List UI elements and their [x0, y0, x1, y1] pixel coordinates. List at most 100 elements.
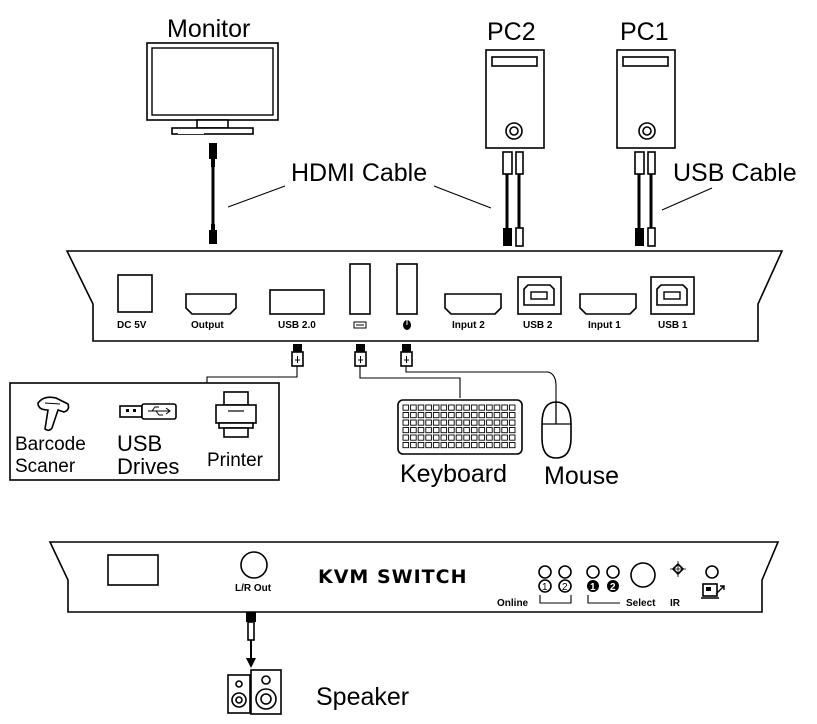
keyboard-key — [470, 404, 478, 411]
usb-drives-label-1: USB — [117, 431, 162, 456]
keyboard-key — [417, 404, 425, 411]
keyboard-key — [417, 412, 425, 419]
barcode-label-2: Scaner — [15, 456, 76, 477]
keyboard-key — [501, 412, 508, 419]
keyboard-key — [470, 442, 478, 449]
keyboard-key — [478, 427, 486, 434]
select-button[interactable] — [630, 562, 656, 588]
keyboard-key — [432, 427, 440, 434]
keyboard-key — [501, 419, 508, 426]
keyboard-key — [493, 412, 501, 419]
usb-cable-label: USB Cable — [673, 159, 797, 187]
mouse-label: Mouse — [544, 462, 619, 490]
keyboard-key — [448, 404, 455, 411]
keyboard-key — [417, 442, 425, 449]
keyboard-key — [501, 427, 508, 434]
hdmi-input1-port — [579, 293, 637, 315]
keyboard-key — [417, 434, 425, 441]
keyboard-key — [410, 419, 417, 426]
usb-plug-keyboard — [354, 344, 367, 367]
keyboard-key — [486, 404, 493, 411]
keyboard-key — [402, 404, 410, 411]
printer-label: Printer — [207, 450, 264, 471]
select-num-2: 2 — [610, 582, 616, 593]
select-label: Select — [626, 598, 656, 609]
keyboard-key — [402, 434, 410, 441]
keyboard-key — [486, 442, 493, 449]
usb20-port-label: USB 2.0 — [278, 320, 316, 331]
audio-plug — [246, 612, 256, 668]
keyboard-key — [486, 434, 493, 441]
keyboard-key — [486, 427, 493, 434]
keyboard-key — [402, 442, 410, 449]
keyboard-key — [463, 434, 470, 441]
keyboard-key — [455, 427, 463, 434]
keyboard-key — [463, 419, 470, 426]
keyboard-key — [440, 412, 448, 419]
keyboard-key — [448, 434, 455, 441]
online-label: Online — [497, 598, 529, 609]
keyboard-key — [425, 419, 432, 426]
usb-plug-hub — [291, 344, 304, 367]
keyboard-key — [470, 434, 478, 441]
keyboard-key — [432, 419, 440, 426]
keyboard-key — [440, 419, 448, 426]
keyboard-usb-port — [349, 263, 371, 315]
keyboard-key — [410, 434, 417, 441]
online-led-1 — [538, 565, 552, 579]
barcode-scanner-icon — [37, 396, 70, 432]
keyboard-key — [508, 442, 516, 449]
keyboard-key — [478, 419, 486, 426]
lr-out-label: L/R Out — [235, 583, 272, 594]
usb1-port-label: USB 1 — [658, 320, 688, 331]
pc1-label: PC1 — [620, 18, 669, 46]
keyboard-key — [425, 404, 432, 411]
pc2-label: PC2 — [487, 18, 536, 46]
usb-drives-label-2: Drives — [117, 454, 179, 479]
keyboard-key — [478, 442, 486, 449]
keyboard-key — [470, 427, 478, 434]
keyboard-key — [410, 442, 417, 449]
keyboard-key — [470, 412, 478, 419]
mouse-small-icon — [403, 320, 411, 330]
keyboard-key — [417, 427, 425, 434]
keyboard-key — [455, 434, 463, 441]
usb-drive-icon — [119, 403, 177, 420]
keyboard-key — [470, 419, 478, 426]
keyboard-key — [455, 404, 463, 411]
select-led-1 — [586, 565, 600, 579]
keyboard-key — [493, 419, 501, 426]
keyboard-key — [425, 442, 432, 449]
keyboard-key — [493, 404, 501, 411]
speaker-icon — [227, 669, 282, 715]
online-led-2 — [558, 565, 572, 579]
speaker-label: Speaker — [316, 683, 409, 711]
printer-icon — [215, 391, 257, 438]
keyboard-key — [486, 412, 493, 419]
keyboard-key — [425, 427, 432, 434]
front-panel — [48, 541, 780, 613]
dc-port — [117, 274, 153, 313]
keyboard-key — [448, 442, 455, 449]
keyboard-key — [410, 412, 417, 419]
keyboard-key — [432, 404, 440, 411]
keyboard-key — [478, 404, 486, 411]
input1-port-label: Input 1 — [588, 320, 621, 331]
keyboard-icon — [397, 399, 523, 455]
input2-port-label: Input 2 — [452, 320, 485, 331]
keyboard-key — [455, 442, 463, 449]
keyboard-key — [455, 419, 463, 426]
keyboard-key — [402, 412, 410, 419]
keyboard-key — [508, 434, 516, 441]
kvm-switch-title: KVM SWITCH — [318, 566, 467, 588]
online-num-1: 1 — [542, 582, 548, 593]
hotkey-led — [705, 565, 719, 579]
keyboard-key — [448, 419, 455, 426]
keyboard-key — [463, 427, 470, 434]
dc-port-label: DC 5V — [117, 320, 147, 331]
keyboard-key — [440, 442, 448, 449]
keyboard-key — [501, 404, 508, 411]
pc1-cables — [634, 151, 656, 247]
keyboard-label: Keyboard — [400, 460, 507, 488]
output-port-label: Output — [191, 320, 224, 331]
